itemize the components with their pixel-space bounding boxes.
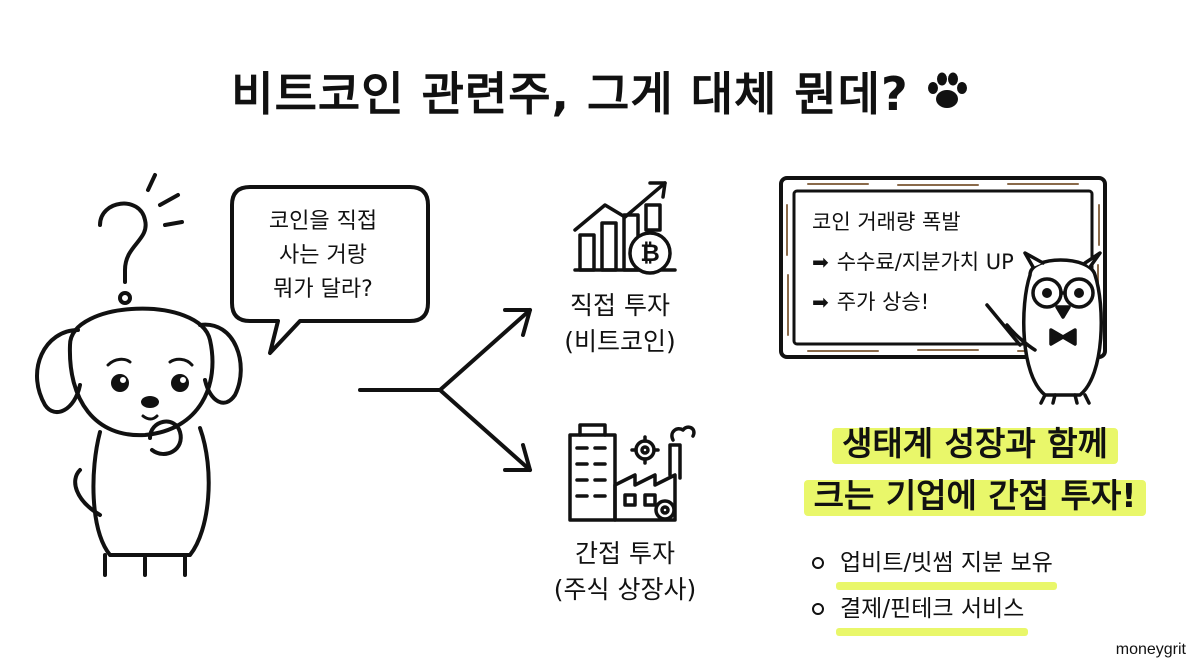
direct-label: 직접 투자	[570, 291, 670, 320]
highlight-line-2: 크는 기업에 간접 투자!	[803, 474, 1147, 518]
bullet-dot-icon	[812, 603, 824, 615]
chalkboard-text: 코인 거래량 폭발 ➡ 수수료/지분가치 UP ➡ 주가 상승!	[812, 202, 1014, 322]
highlight-conclusion: 생태계 성장과 함께 크는 기업에 간접 투자!	[785, 422, 1165, 518]
paw-print-icon	[927, 72, 967, 108]
speech-bubble	[230, 185, 430, 355]
direct-investment-label: 직접 투자 (비트코인)	[540, 288, 700, 360]
watermark: moneygrit	[1115, 641, 1186, 658]
right-arrow-icon: ➡	[812, 250, 829, 274]
bullet-text: 결제/핀테크 서비스	[836, 586, 1029, 636]
owl-teacher-illustration	[985, 251, 1103, 405]
page-title: 비트코인 관련주, 그게 대체 뭔데?	[0, 58, 1200, 124]
bubble-line-1: 코인을 직접	[268, 209, 378, 234]
bubble-line-2: 사는 거랑	[279, 243, 367, 268]
board-line-2: ➡ 수수료/지분가치 UP	[812, 242, 1014, 282]
svg-text:₿: ₿	[640, 239, 660, 267]
indirect-label: 간접 투자	[575, 539, 675, 568]
list-item: 업비트/빗썸 지분 보유	[812, 540, 1057, 590]
bullet-dot-icon	[812, 557, 824, 569]
right-arrow-icon: ➡	[812, 290, 829, 314]
bullet-list: 업비트/빗썸 지분 보유 결제/핀테크 서비스	[812, 540, 1057, 636]
puppy-illustration	[35, 173, 243, 577]
question-mark-icon	[98, 173, 184, 305]
bullet-text: 업비트/빗썸 지분 보유	[836, 540, 1057, 590]
indirect-sub: (주식 상장사)	[553, 575, 697, 604]
highlight-line-1: 생태계 성장과 함께	[832, 422, 1118, 466]
growth-chart-bitcoin-icon: ₿	[573, 181, 677, 275]
speech-bubble-text: 코인을 직접 사는 거랑 뭐가 달라?	[238, 205, 408, 307]
bubble-line-3: 뭐가 달라?	[273, 277, 373, 302]
direct-sub: (비트코인)	[564, 327, 676, 356]
board-line-3: ➡ 주가 상승!	[812, 282, 1014, 322]
indirect-investment-label: 간접 투자 (주식 상장사)	[530, 536, 720, 608]
list-item: 결제/핀테크 서비스	[812, 586, 1057, 636]
branch-arrows	[358, 308, 532, 472]
title-text: 비트코인 관련주, 그게 대체 뭔데?	[231, 67, 909, 121]
board-line-1: 코인 거래량 폭발	[812, 210, 961, 234]
factory-buildings-icon	[568, 423, 696, 522]
